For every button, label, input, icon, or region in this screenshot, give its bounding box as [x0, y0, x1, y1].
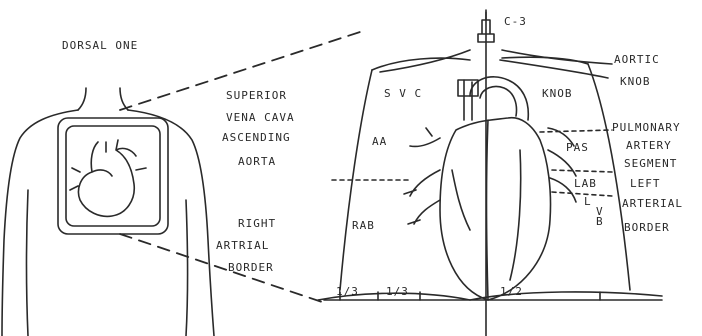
label-frac-3: 1/2: [500, 286, 523, 297]
label-right: RIGHT: [238, 218, 276, 229]
label-artrial: ARTRIAL: [216, 240, 269, 251]
label-arterial: ARTERIAL: [622, 198, 683, 209]
label-pas: PAS: [566, 142, 589, 153]
heart-inner-right: [510, 150, 521, 280]
label-artery: ARTERY: [626, 140, 672, 151]
label-superior: SUPERIOR: [226, 90, 287, 101]
label-rab: RAB: [352, 220, 375, 231]
ra-branch-1: [410, 128, 440, 147]
label-ascending: ASCENDING: [222, 132, 291, 143]
label-border-right: BORDER: [228, 262, 274, 273]
chest-panel: [318, 10, 662, 336]
torso-left-arm-inner: [27, 190, 29, 336]
label-left: LEFT: [630, 178, 661, 189]
label-frac-2: 1/3: [386, 286, 409, 297]
torso-figure: [2, 88, 214, 336]
torso-right-arm-inner: [186, 200, 188, 336]
label-pulmonary: PULMONARY: [612, 122, 681, 133]
label-aorta: AORTA: [238, 156, 276, 167]
svc-cap: [458, 80, 478, 96]
lab-divider: [552, 170, 612, 172]
torso-right-shoulder: [128, 110, 214, 336]
pa-branch-3: [550, 178, 576, 202]
pas-divider: [540, 130, 612, 132]
ra-branch-3: [408, 200, 440, 224]
label-aortic: AORTIC: [614, 54, 660, 65]
label-lab: LAB: [574, 178, 597, 189]
label-lv-l: L: [584, 196, 592, 207]
label-segment: SEGMENT: [624, 158, 677, 169]
label-frac-1: 1/3: [336, 286, 359, 297]
heart-inner-left: [452, 170, 470, 230]
figure-title: DORSAL ONE: [62, 40, 138, 51]
label-knob: KNOB: [620, 76, 651, 87]
left-neck-vessel: [380, 50, 470, 72]
torso-mini-heart: [70, 140, 146, 216]
label-vena-cava: VENA CAVA: [226, 112, 295, 123]
heart-septum: [487, 120, 489, 300]
svc: [464, 80, 472, 120]
label-c3: C-3: [504, 16, 527, 27]
lv-divider: [552, 192, 612, 196]
label-border-left: BORDER: [624, 222, 670, 233]
torso-neck-left: [78, 88, 86, 110]
torso-chest-window-inner: [66, 126, 160, 226]
label-svc-inner: S V C: [384, 88, 422, 99]
torso-neck-right: [120, 88, 128, 110]
label-aa: AA: [372, 136, 387, 147]
label-lv-b: B: [596, 216, 604, 227]
label-knob-inner: KNOB: [542, 88, 573, 99]
ra-branch-2: [404, 170, 440, 196]
heart-outline: [440, 118, 551, 300]
